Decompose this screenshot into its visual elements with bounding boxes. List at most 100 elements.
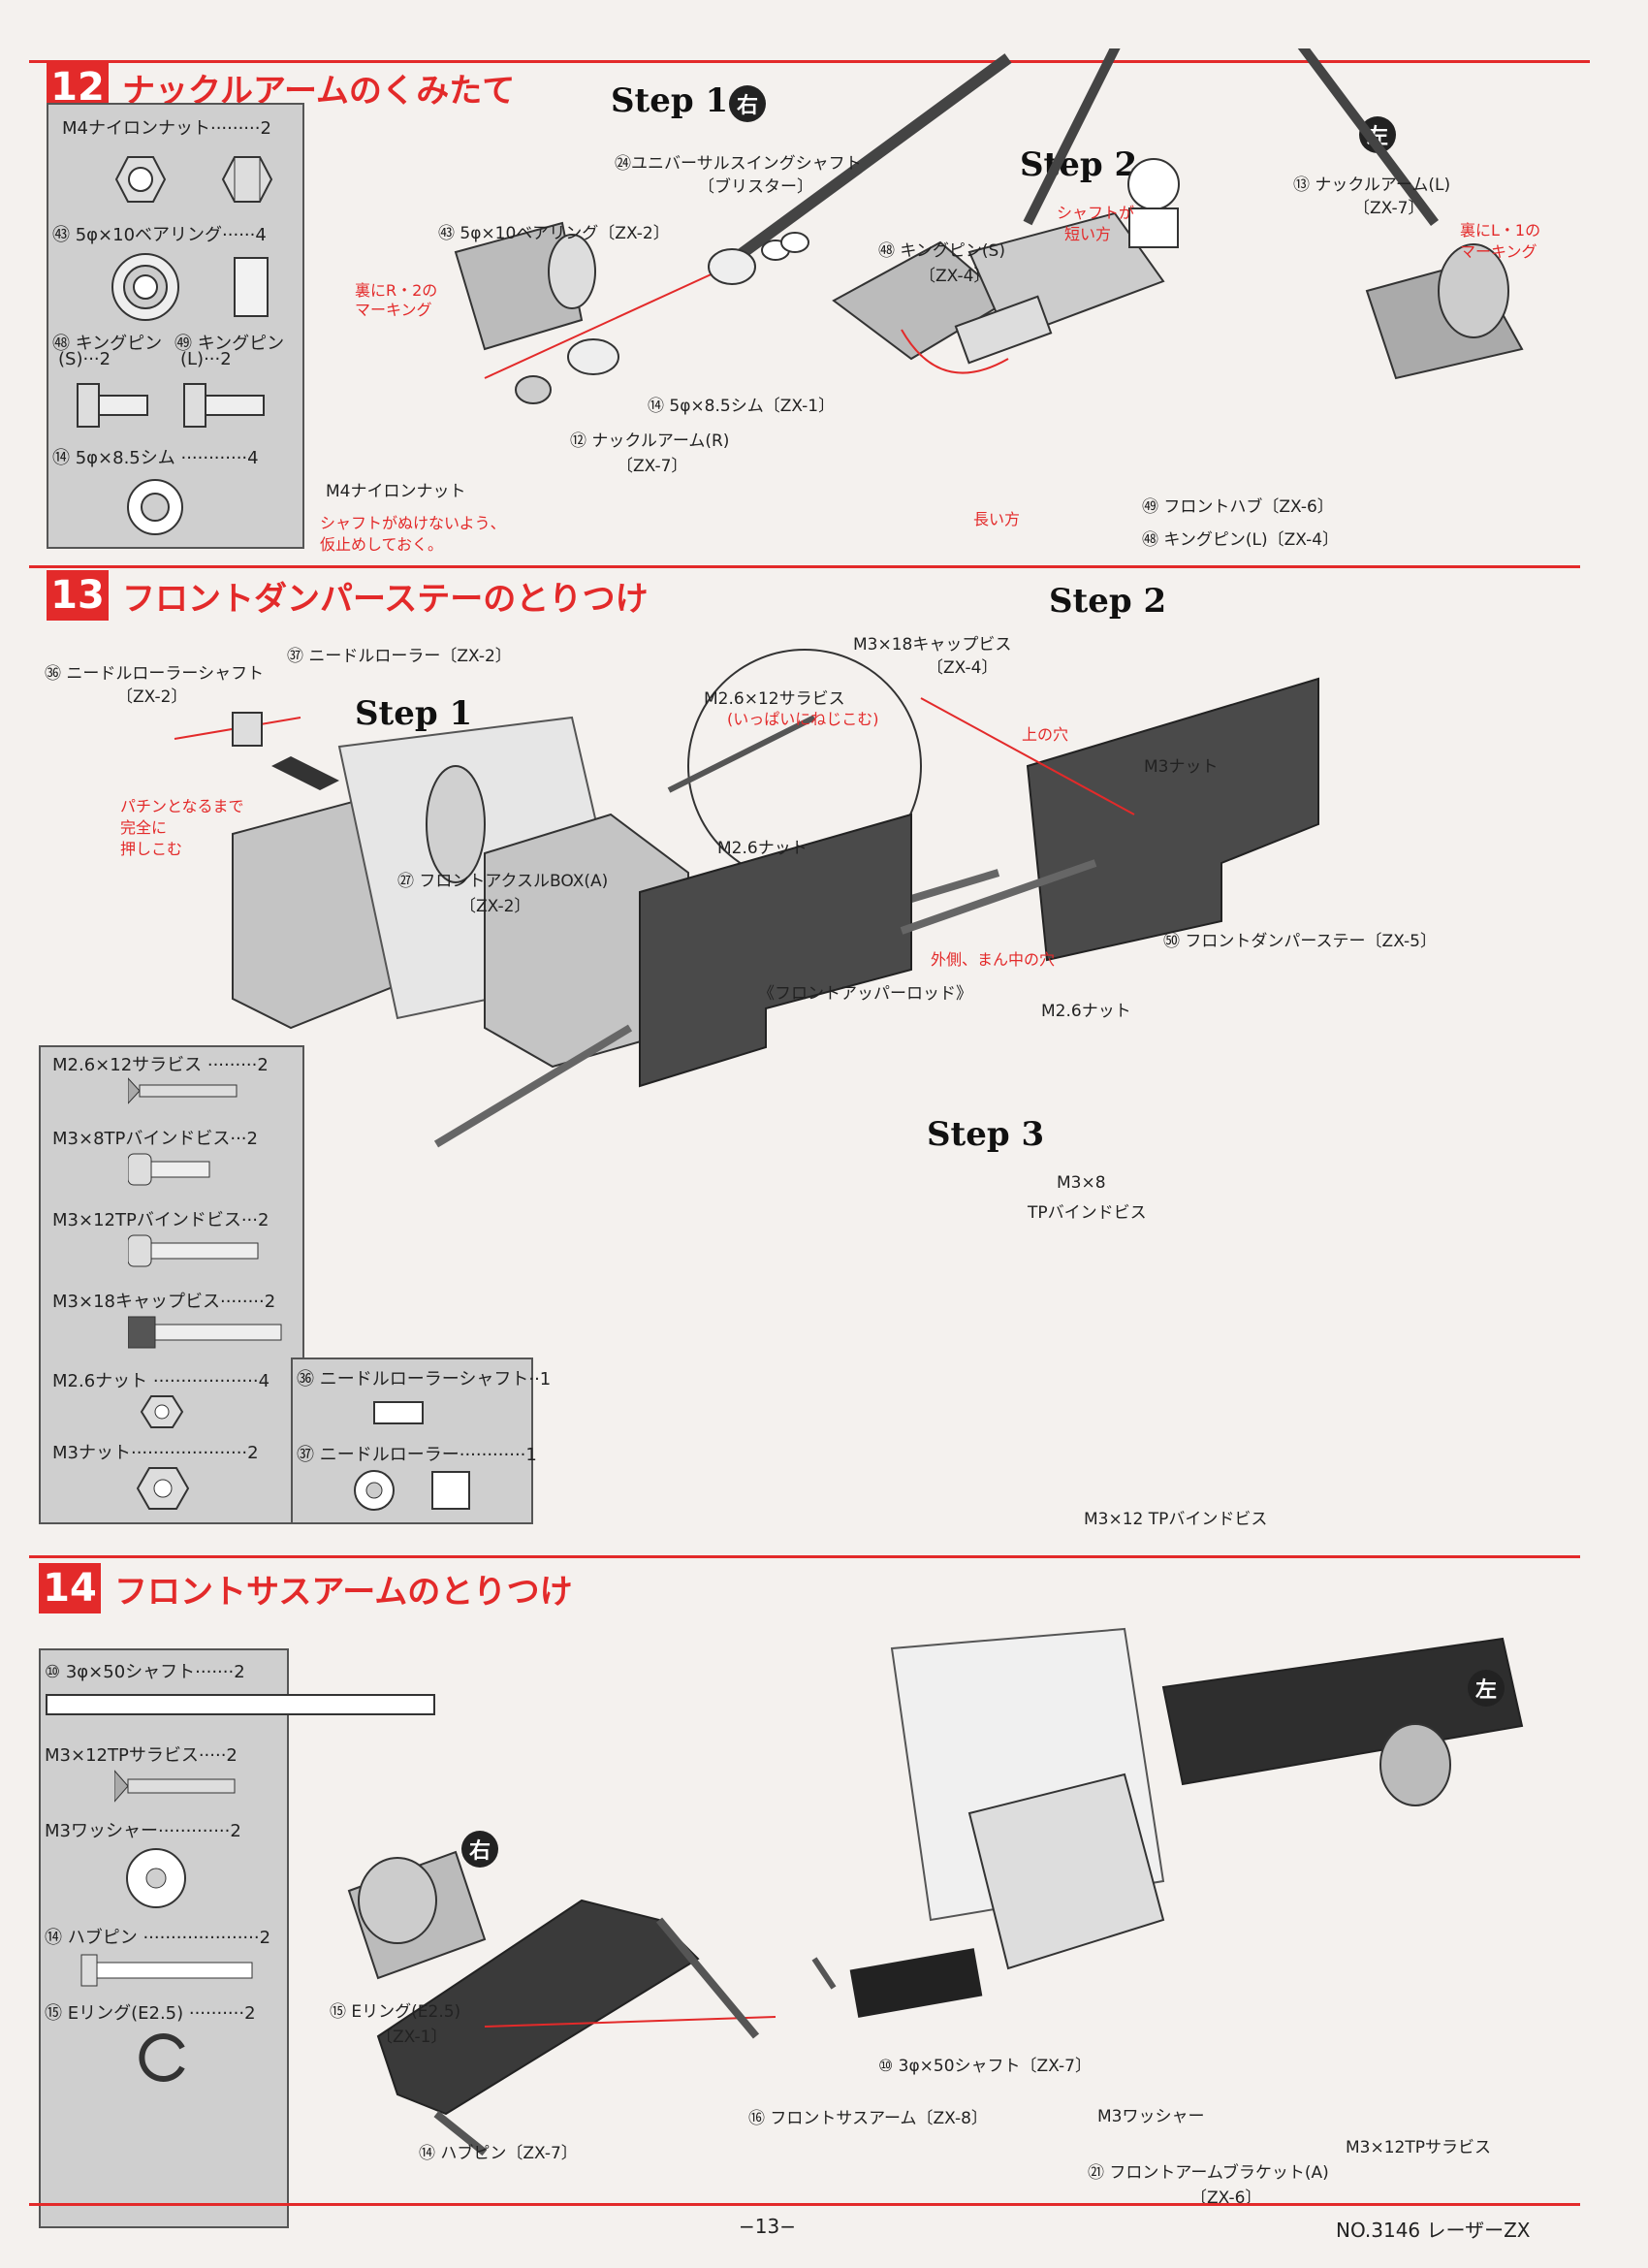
- label-press3: 押しこむ: [120, 840, 183, 858]
- label-m3x12: M3×12 TPバインドビス: [1084, 1510, 1268, 1529]
- label-washer: M3ワッシャー: [1097, 2107, 1205, 2126]
- shim-icon: [127, 479, 183, 535]
- part-m26-nut: M2.6ナット ···················4: [52, 1371, 270, 1391]
- sec12-step1: Step 1: [611, 81, 729, 120]
- right-side-badge: 右: [729, 85, 766, 122]
- washer-icon: [126, 1848, 186, 1908]
- label-mark-l2: マーキング: [1460, 242, 1537, 261]
- part-tp-screw: M3×12TPサラビス·····2: [45, 1745, 238, 1766]
- section-13-heading: 13 フロントダンパーステーのとりつけ: [47, 570, 649, 621]
- part-kingpin-s: ㊽ キングピン: [52, 334, 163, 354]
- label-screw: M3×12TPサラビス: [1346, 2138, 1491, 2157]
- section-title: フロントダンパーステーのとりつけ: [122, 579, 649, 619]
- label-swing-shaft-sub: 〔ブリスター〕: [698, 177, 813, 197]
- label-e-ring: ⑮ Eリング(E2.5): [330, 2002, 461, 2022]
- label-sus-arm: ⑯ フロントサスアーム〔ZX-8〕: [748, 2109, 988, 2128]
- part-e-ring: ⑮ Eリング(E2.5) ··········2: [45, 2003, 256, 2024]
- part-hub-pin: ⑭ ハブピン ·····················2: [45, 1928, 271, 1948]
- label-short1: シャフトが: [1057, 204, 1135, 222]
- roller-shaft-icon: [373, 1401, 424, 1424]
- part-kingpin-l: ㊾ キングピン: [174, 334, 285, 354]
- part-kingpin-l-qty: (L)···2: [180, 349, 232, 369]
- part-bearing: ㊸ 5φ×10ベアリング······4: [52, 225, 267, 245]
- label-m3x8: M3×8: [1057, 1173, 1106, 1193]
- parts-list-12: M4ナイロンナット·········2 ㊸ 5φ×10ベアリング······4 …: [47, 103, 304, 549]
- label-knuckle-l-code: 〔ZX-7〕: [1353, 199, 1425, 218]
- parts-list-13-right: ㊱ ニードルローラーシャフト··1 ㊲ ニードルローラー············…: [291, 1358, 551, 1524]
- sec13-step3: Step 3: [927, 1115, 1045, 1154]
- footer-rule: [29, 2203, 1580, 2206]
- label-mark-r: 裏にR・2の: [355, 281, 438, 300]
- label-tp-bind: TPバインドビス: [1028, 1203, 1147, 1223]
- label-m26-nut2: M2.6ナット: [1041, 1002, 1131, 1021]
- tp-screw-icon: [114, 1770, 236, 1803]
- label-hub: ㊾ フロントハブ〔ZX-6〕: [1142, 497, 1334, 517]
- label-press2: 完全に: [120, 818, 168, 837]
- left-side-badge-14: 左: [1468, 1670, 1505, 1707]
- part-cap-screw: M3×18キャップビス········2: [52, 1292, 276, 1312]
- section-13-rule: [29, 565, 1580, 568]
- part-m3x12-screw: M3×12TPバインドビス···2: [52, 1210, 269, 1230]
- part-m3-nut: M3ナット·····················2: [52, 1443, 259, 1463]
- nylon-nut-icon: [114, 156, 273, 203]
- label-roller: ㊲ ニードルローラー〔ZX-2〕: [287, 647, 512, 666]
- label-outer-hole: 外側、まん中の穴: [931, 950, 1056, 969]
- label-upper-hole: 上の穴: [1022, 725, 1069, 744]
- part-roller-shaft: ㊱ ニードルローラーシャフト··1: [297, 1369, 552, 1390]
- damper-stay-diagram: [174, 649, 1319, 1148]
- label-warn1: シャフトがぬけないよう、: [320, 514, 506, 532]
- part-washer: M3ワッシャー·············2: [45, 1821, 241, 1841]
- label-bearing: ㊸ 5φ×10ベアリング〔ZX-2〕: [438, 224, 670, 243]
- parts-list-13: M2.6×12サラビス ·········2 M3×8TPバインドビス···2 …: [39, 1045, 304, 1524]
- part-roller: ㊲ ニードルローラー············1: [297, 1445, 537, 1465]
- e-ring-icon: [139, 2033, 185, 2082]
- bind-screw-long-icon: [128, 1234, 259, 1267]
- section-14-rule: [29, 1555, 1580, 1558]
- right-side-badge-14: 右: [461, 1831, 498, 1868]
- label-m26-screw: M2.6×12サラビス: [704, 689, 845, 709]
- top-rule: [29, 60, 1590, 63]
- bind-screw-icon: [128, 1153, 210, 1186]
- flat-screw-icon: [128, 1077, 238, 1104]
- label-kingpin-s-code: 〔ZX-4〕: [919, 267, 991, 286]
- label-axle-box: ㉗ フロントアクスルBOX(A): [397, 872, 609, 891]
- label-upper-rod: 《フロントアッパーロッド》: [758, 984, 972, 1004]
- label-m26-nut: M2.6ナット: [717, 839, 808, 858]
- model-number: NO.3146 レーザーZX: [1336, 2219, 1531, 2242]
- label-knuckle-r: ⑫ ナックルアーム(R): [570, 431, 730, 451]
- sec13-step2: Step 2: [1049, 582, 1167, 621]
- label-kingpin-s: ㊽ キングピン(S): [878, 241, 1005, 261]
- label-shim: ⑭ 5φ×8.5シム〔ZX-1〕: [648, 397, 836, 416]
- page-number: −13−: [739, 2215, 796, 2238]
- label-nut: M4ナイロンナット: [326, 482, 466, 501]
- label-cap-screw: M3×18キャップビス: [853, 635, 1012, 655]
- shaft-icon: [46, 1694, 435, 1715]
- label-short2: 短い方: [1064, 225, 1112, 243]
- section-number: 14: [39, 1563, 101, 1613]
- label-e-ring-code: 〔ZX-1〕: [376, 2028, 448, 2047]
- small-nut-icon: [140, 1395, 184, 1428]
- label-roller-shaft-code: 〔ZX-2〕: [116, 687, 188, 707]
- sec13-step1: Step 1: [355, 694, 473, 733]
- label-mark-l: 裏にL・1の: [1460, 221, 1541, 240]
- label-hub-pin: ⑭ ハブピン〔ZX-7〕: [419, 2144, 578, 2163]
- label-m26-note: (いっぱいにねじこむ): [727, 710, 879, 728]
- nut-icon: [136, 1467, 190, 1510]
- label-m3-nut: M3ナット: [1144, 757, 1219, 777]
- part-kingpin-s-qty: (S)···2: [58, 349, 111, 369]
- label-knuckle-l: ⑬ ナックルアーム(L): [1293, 176, 1451, 195]
- label-roller-shaft: ㊱ ニードルローラーシャフト: [45, 664, 265, 684]
- label-press1: パチンとなるまで: [120, 797, 244, 815]
- label-kingpin-l: ㊽ キングピン(L)〔ZX-4〕: [1142, 530, 1340, 550]
- label-warn2: 仮止めしておく。: [320, 535, 444, 554]
- roller-icon: [354, 1470, 470, 1511]
- part-shaft: ⑩ 3φ×50シャフト·······2: [45, 1662, 245, 1682]
- label-knuckle-r-code: 〔ZX-7〕: [617, 457, 688, 476]
- part-shim: ⑭ 5φ×8.5シム ············4: [52, 448, 259, 468]
- part-m26-screw: M2.6×12サラビス ·········2: [52, 1055, 269, 1075]
- section-number: 13: [47, 570, 109, 621]
- parts-list-14: ⑩ 3φ×50シャフト·······2 M3×12TPサラビス·····2 M3…: [39, 1648, 435, 2228]
- label-swing-shaft: ㉔ユニバーサルスイングシャフト: [615, 154, 862, 174]
- label-cap-code: 〔ZX-4〕: [927, 658, 998, 678]
